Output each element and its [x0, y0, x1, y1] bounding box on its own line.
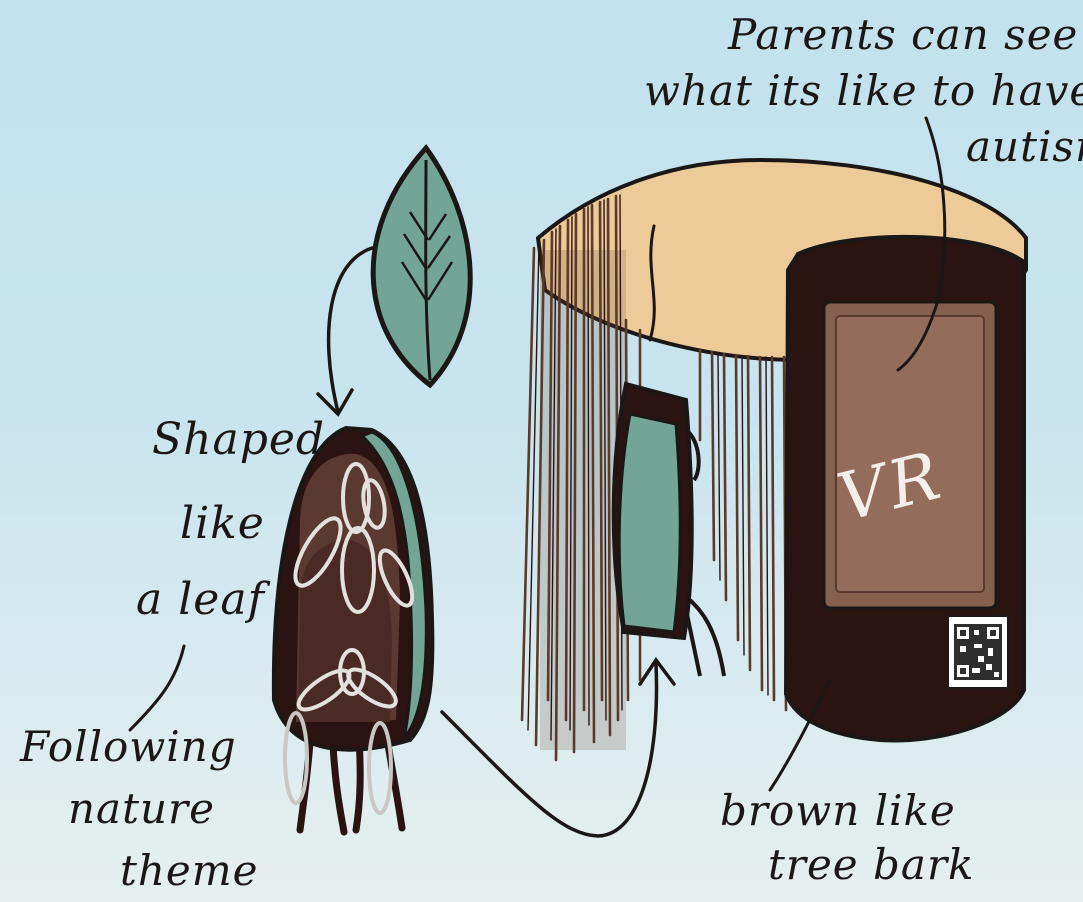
nature-theme-note-line-1: Following [20, 726, 237, 768]
leaf-shape-note-line-1: Shaped [152, 418, 325, 462]
parents-note-line-3: autism [966, 126, 1083, 168]
nature-theme-note-line-2: nature [68, 788, 215, 830]
arrow-leaf-to-pod [318, 248, 372, 414]
parents-note-line-1: Parents can see [728, 14, 1078, 56]
leaf-shape-note-line-2: like [180, 502, 265, 546]
bark-note-line-1: brown like [720, 790, 956, 832]
bark-note-line-2: tree bark [768, 844, 974, 886]
qr-code-icon [948, 616, 1008, 688]
leaf-icon [373, 148, 470, 385]
nature-theme-note-line-3: theme [120, 850, 258, 892]
leaf-shape-note-line-3: a leaf [136, 578, 265, 622]
parents-note-line-2: what its like to have [644, 70, 1083, 112]
booth-door-panel [614, 384, 724, 676]
